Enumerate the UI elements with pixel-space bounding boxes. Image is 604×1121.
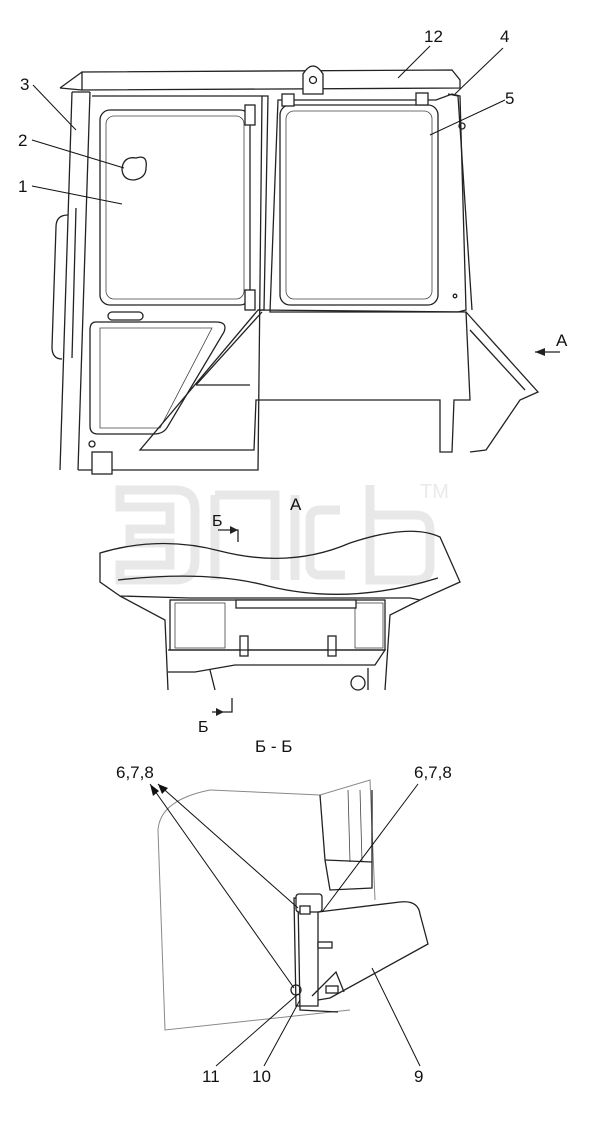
rear-glass (279, 104, 439, 306)
mudguard-plate (317, 901, 429, 1001)
roof-bracket (302, 65, 324, 95)
callout-4: 4 (500, 27, 509, 46)
watermark-trademark: TM (420, 481, 449, 503)
door-glass (99, 109, 251, 306)
callout-1: 1 (18, 177, 27, 196)
section-mark-bottom: Б (198, 719, 209, 736)
foot-step (91, 451, 113, 475)
watermark-logo: TM (115, 481, 449, 585)
callout-12: 12 (424, 27, 443, 46)
callout-9: 9 (414, 1067, 423, 1086)
callout-3: 3 (20, 75, 29, 94)
bolt-top (299, 905, 311, 915)
hinge-top (244, 104, 256, 126)
callouts-top: 12 4 5 3 2 1 (18, 27, 514, 205)
view-a-title: A (290, 495, 302, 514)
callout-5: 5 (505, 89, 514, 108)
cab-rear-wall (319, 790, 373, 891)
cab-assembly-view: A (51, 65, 568, 475)
sticker (121, 156, 147, 181)
lower-body (138, 309, 471, 453)
view-a: A Б Б (99, 495, 461, 736)
door-handle (107, 311, 144, 321)
right-panel-frame (269, 93, 467, 313)
rear-post (447, 93, 473, 311)
callouts-section: 6,7,8 6,7,8 9 10 11 (116, 763, 452, 1086)
callout-6-7-8-right: 6,7,8 (414, 763, 452, 782)
hinge-bottom (244, 289, 256, 311)
section-b-b: Б - Б (157, 737, 429, 1031)
callout-10: 10 (252, 1067, 271, 1086)
fender (465, 311, 540, 453)
lower-door-glass (89, 321, 226, 435)
callout-11: 11 (202, 1067, 220, 1086)
roof-band (99, 530, 461, 601)
bolt-mid (317, 941, 333, 949)
section-mark-top: Б (212, 513, 223, 530)
callout-6-7-8-left: 6,7,8 (116, 763, 154, 782)
handrail (51, 214, 69, 360)
left-post (59, 91, 73, 471)
gusset (311, 970, 345, 997)
roof-panel (81, 69, 461, 91)
bolt-bottom (290, 984, 302, 996)
section-title: Б - Б (255, 737, 292, 756)
view-arrow-label: A (556, 331, 568, 350)
callout-2: 2 (18, 131, 27, 150)
